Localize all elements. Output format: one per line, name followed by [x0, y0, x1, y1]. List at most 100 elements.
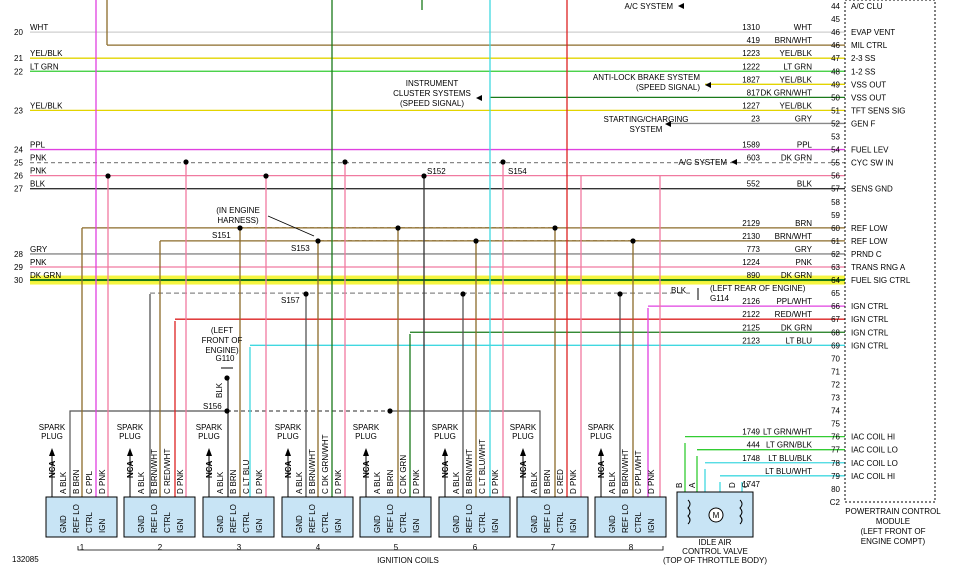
pcm-pin-number: 48: [831, 67, 840, 76]
left-wire-label: YEL/BLK: [30, 49, 63, 58]
pcm-pin-number: 52: [831, 119, 840, 128]
spark-plug-label: PLUG: [277, 432, 299, 441]
left-wire-label: GRY: [30, 245, 48, 254]
pcm-pin-name: PRND C: [851, 250, 882, 259]
pcm-pin-name: IAC COIL LO: [851, 459, 898, 468]
callout-ac-system-top: A/C SYSTEM: [625, 2, 674, 11]
coil-number: 3: [237, 543, 242, 552]
coils-bracket: [77, 546, 664, 551]
wire-color-label: PNK: [796, 258, 813, 267]
wire-color-label: GRY: [795, 245, 813, 254]
spark-plug-arrow: [206, 448, 212, 456]
left-wire-label: LT GRN: [30, 62, 59, 71]
callout-left-rear: (LEFT REAR OF ENGINE): [710, 284, 806, 293]
pcm-pin-name: REF LOW: [851, 224, 888, 233]
coil-pin-label: CTRL: [556, 512, 565, 533]
splice-dot-5: [421, 173, 427, 179]
coil-wire-label: B BRN: [543, 469, 552, 494]
circuit-number: 1223: [742, 49, 760, 58]
spark-plug-label: SPARK: [432, 423, 459, 432]
spark-plug-arrow: [285, 448, 291, 456]
row-number: 22: [14, 67, 23, 76]
wire-color-label: DK GRN/WHT: [760, 88, 812, 97]
circuit-number: 1749: [742, 428, 760, 437]
circuit-number: 1227: [742, 101, 760, 110]
coil-wire-label: A BLK: [59, 471, 68, 494]
pcm-pin-name: VSS OUT: [851, 93, 886, 102]
circuit-number: 2123: [742, 336, 760, 345]
coil-pin-label: GND: [295, 515, 304, 533]
coil-pin-label: IGN: [176, 519, 185, 533]
coil-pin-label: CTRL: [478, 512, 487, 533]
pcm-pin-number: 71: [831, 367, 840, 376]
callout-charging: SYSTEM: [630, 125, 663, 134]
arrow-ac-top: [678, 3, 684, 9]
pcm-pin-number: 76: [831, 433, 840, 442]
circuit-number: 1748: [742, 454, 760, 463]
pcm-pin-name: TRANS RNG A: [851, 263, 906, 272]
pcm-pin-number: 49: [831, 80, 840, 89]
coil-pin-label: REF LO: [543, 504, 552, 533]
coil-wire-label: C LT BLU: [242, 459, 251, 494]
left-wire-label: WHT: [30, 23, 48, 32]
left-wire-label: YEL/BLK: [30, 101, 63, 110]
callout-instrument: INSTRUMENT: [406, 79, 459, 88]
splice-dot-9: [315, 238, 321, 244]
coil-wire-label: C RED: [556, 469, 565, 494]
pcm-pin-name: A/C CLU: [851, 2, 883, 11]
pcm-pin-number: 55: [831, 159, 840, 168]
nca-label: NCA: [362, 460, 371, 478]
row-number: 20: [14, 28, 23, 37]
left-wire-label: DK GRN: [30, 271, 61, 280]
pcm-title-line: POWERTRAIN CONTROL: [845, 507, 941, 516]
iac-label: IDLE AIR: [699, 538, 732, 547]
vertical-wires-layer: [81, 0, 743, 497]
coil-wire-label: C PPL/WHT: [634, 450, 643, 494]
pcm-pin-name: GEN F: [851, 119, 876, 128]
nca-label: NCA: [126, 460, 135, 478]
pcm-pin-number: 68: [831, 328, 840, 337]
row-number: 28: [14, 250, 23, 259]
pcm-pin-number: 75: [831, 420, 840, 429]
coil-wire-label: A BLK: [137, 471, 146, 494]
wire-color-label: LT GRN/BLK: [766, 441, 813, 450]
coil-pin-label: IGN: [255, 519, 264, 533]
splice-dot-4: [263, 173, 269, 179]
pcm-pin-number: 74: [831, 407, 840, 416]
coil-wire-label: D PNK: [98, 469, 107, 494]
pcm-pin-name: FUEL LEV: [851, 146, 889, 155]
pcm-pin-name: IAC COIL HI: [851, 433, 895, 442]
coil-wire-label: A BLK: [216, 471, 225, 494]
spark-plug-arrow: [520, 448, 526, 456]
coil-wire-label: C LT BLU/WHT: [478, 439, 487, 494]
coil-pin-label: GND: [59, 515, 68, 533]
pcm-pin-number: 53: [831, 133, 840, 142]
pcm-pin-number: 65: [831, 289, 840, 298]
coil-wire-label: B BRN: [72, 469, 81, 494]
circuit-number: 603: [747, 154, 761, 163]
splice-dot-15: [224, 408, 230, 414]
arrow-instrument: [476, 95, 482, 101]
nca-label: NCA: [597, 460, 606, 478]
coil-pin-label: CTRL: [634, 512, 643, 533]
row-number: 25: [14, 159, 23, 168]
callout-charging: STARTING/CHARGING: [603, 115, 688, 124]
circuit-number: 552: [747, 180, 761, 189]
wire-color-label: DK GRN: [781, 154, 812, 163]
coil-pin-label: IGN: [647, 519, 656, 533]
coil-wire-label: C PPL: [85, 470, 94, 494]
wire-color-label: BRN: [795, 219, 812, 228]
left-wire-label: PNK: [30, 154, 47, 163]
nca-label: NCA: [48, 460, 57, 478]
splice-dot-13: [460, 291, 466, 297]
wire-color-label: BLK: [797, 180, 813, 189]
spark-plug-label: PLUG: [434, 432, 456, 441]
circuit-number: 2122: [742, 310, 760, 319]
spark-plug-label: PLUG: [355, 432, 377, 441]
circuit-number: 1747: [742, 480, 760, 489]
wire-color-label: LT BLU/WHT: [765, 467, 812, 476]
callout-abs: ANTI-LOCK BRAKE SYSTEM: [593, 73, 700, 82]
arrow-ac-55: [731, 159, 737, 165]
